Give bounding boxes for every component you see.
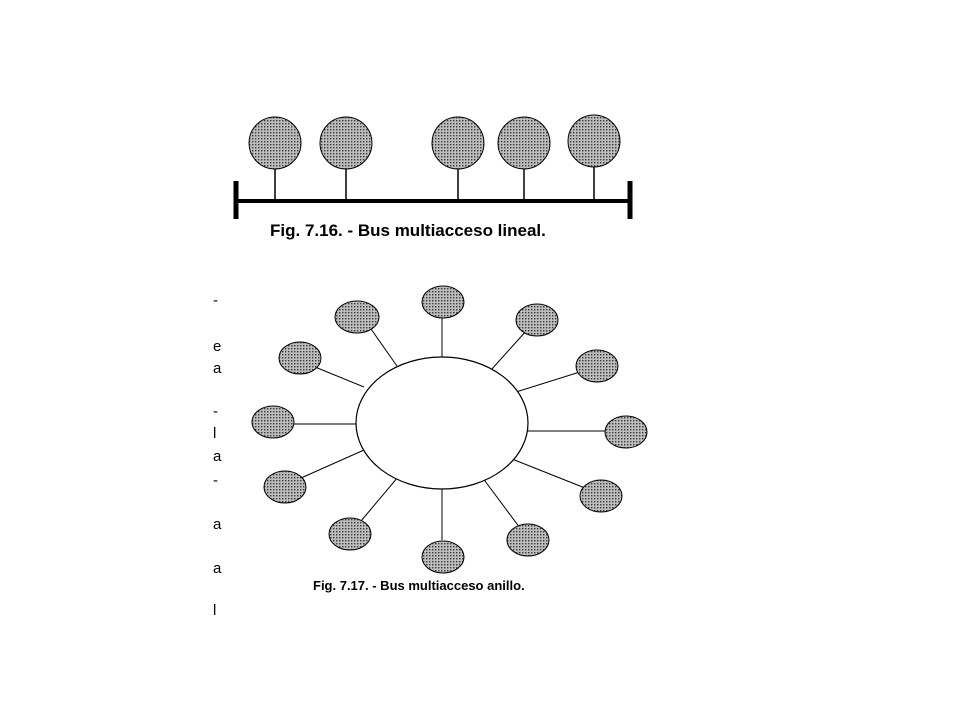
ring-node xyxy=(263,470,307,504)
margin-text-fragment: - xyxy=(213,403,218,420)
ring-node xyxy=(579,479,623,513)
ring-node xyxy=(515,303,559,337)
ring-node-link xyxy=(511,458,586,489)
ring-node xyxy=(506,523,550,557)
ring-bus-diagram xyxy=(251,285,648,574)
bus-node xyxy=(431,116,485,170)
margin-text-fragment: a xyxy=(213,360,222,377)
ring-node-link xyxy=(490,328,529,371)
figure-caption-ring-bus: Fig. 7.17. - Bus multiacceso anillo. xyxy=(313,578,525,593)
ring-node xyxy=(328,517,372,551)
margin-text-fragment: - xyxy=(213,472,218,489)
margin-text-fragment: l xyxy=(213,425,217,442)
margin-text-fragment: l xyxy=(213,602,217,619)
linear-bus-diagram xyxy=(233,114,633,219)
ring-node-link xyxy=(300,449,365,479)
ring-node-link xyxy=(515,370,584,393)
ring-node-link xyxy=(370,328,398,367)
bus-node xyxy=(319,116,373,170)
margin-text-fragment: a xyxy=(213,560,222,577)
ring-node xyxy=(251,405,295,439)
bus-node xyxy=(567,114,621,168)
ring-node xyxy=(421,540,465,574)
ring-bus xyxy=(355,356,529,490)
ring-node xyxy=(421,285,465,319)
ring-node xyxy=(575,349,619,383)
bus-node xyxy=(497,116,551,170)
ring-node xyxy=(604,415,648,449)
ring-node xyxy=(278,341,322,375)
margin-text-fragment: e xyxy=(213,338,222,355)
figure-caption-linear-bus: Fig. 7.16. - Bus multiacceso lineal. xyxy=(270,221,546,240)
ring-node-link xyxy=(314,366,365,388)
ring-node xyxy=(334,300,380,334)
ring-node-link xyxy=(360,476,399,522)
bus-node xyxy=(248,116,302,170)
margin-text-fragment: - xyxy=(213,292,218,309)
ring-node-link xyxy=(481,476,521,529)
margin-text-fragment: a xyxy=(213,448,222,465)
margin-text-fragment: a xyxy=(213,516,222,533)
